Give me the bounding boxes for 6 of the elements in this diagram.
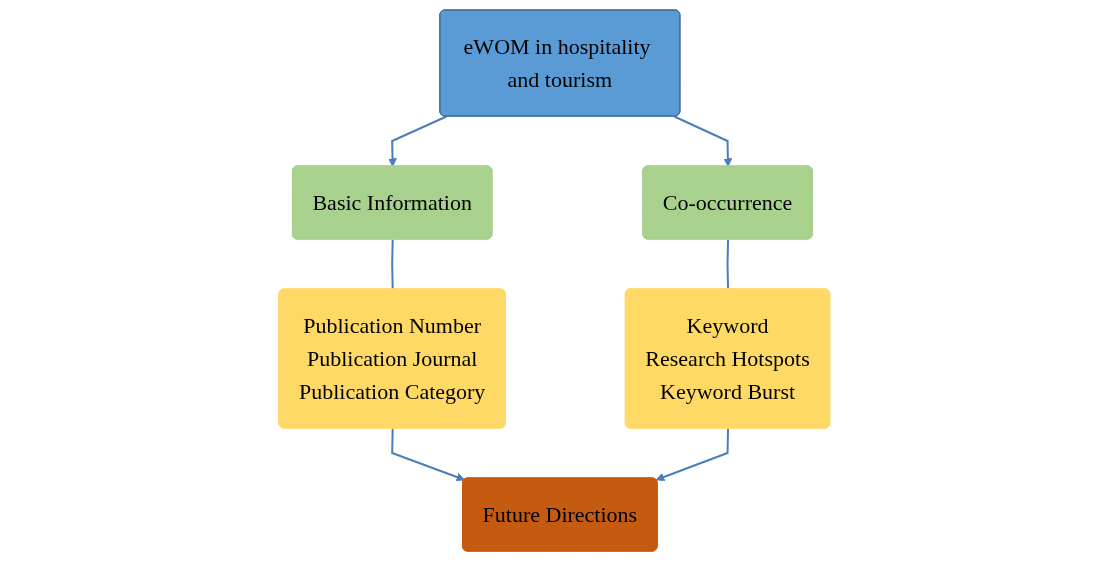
arrow xyxy=(391,427,466,482)
connector xyxy=(726,238,730,291)
arrow xyxy=(388,115,448,167)
arrow xyxy=(655,427,730,482)
connector xyxy=(391,238,394,291)
arrow xyxy=(673,115,733,167)
